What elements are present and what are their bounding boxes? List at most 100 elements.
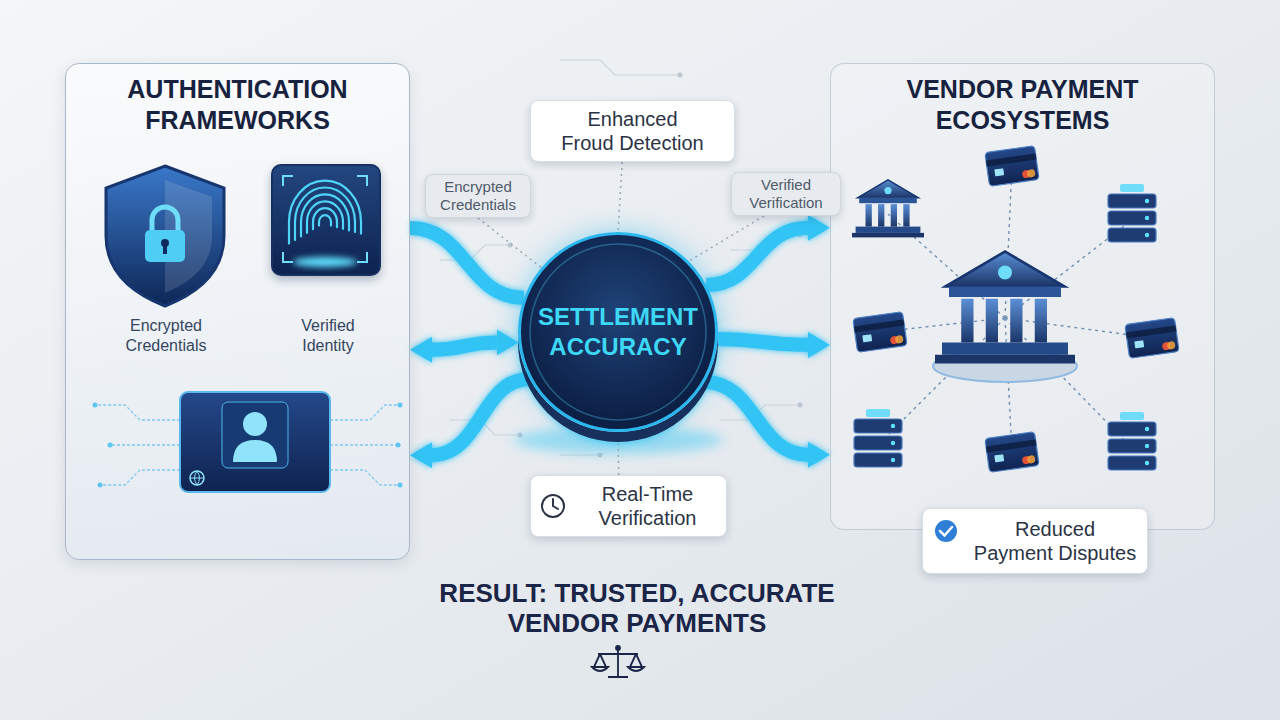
node-text: Encrypted Credentials [101,316,231,356]
tag-box: Verified Verification [731,172,841,216]
lock-icon [152,207,178,232]
card-chip [994,454,1004,462]
circuit-line [330,444,398,445]
bank-icon [935,355,1075,364]
circuit-dot [798,233,803,238]
card-icon [1126,326,1176,339]
flow-arrow [705,382,808,455]
lock-icon [163,245,167,254]
flow-arrow [410,228,524,298]
bank-icon [859,198,917,203]
circuit-dot [98,483,103,488]
server-light [891,424,895,428]
globe-icon [190,471,204,485]
server-icon [1108,211,1156,225]
circuit-line [100,470,180,485]
avatar-icon [233,440,277,462]
circuit-line [330,405,400,420]
flow-arrow [718,339,808,345]
card-icon [854,320,904,333]
card-chip [862,334,872,342]
leader-line [689,216,764,261]
fingerprint-icon [295,188,355,241]
network-link [1005,166,1012,318]
card-logo [1022,456,1031,465]
icon-tile: Encrypted Credentials [101,164,231,359]
scale-icon [592,667,644,671]
scan-frame [357,176,367,186]
icon-tile: Verified Identity [271,164,381,276]
card-logo [890,336,899,345]
shield-icon [106,166,224,306]
card-chip [994,168,1004,176]
circuit-line [440,245,510,260]
server-icon [866,409,890,417]
bank-icon [946,252,1065,287]
circuit-dot [798,403,803,408]
id-card-icon [180,392,330,492]
node-text: Real-Time Verification [573,482,723,530]
scan-glow [293,257,357,267]
leader-line [617,432,619,475]
network-link [880,318,1005,332]
flow-arrow [432,379,530,455]
circuit-line [730,235,800,250]
bank-icon [891,204,897,227]
circuit-dot [108,443,113,448]
card-icon [986,440,1036,453]
server-light [891,441,895,445]
circuit-line [95,405,180,420]
bank-icon [961,299,973,343]
leader-line [478,218,541,268]
scan-frame [283,252,293,262]
result-caption: RESULT: TRUSTED, ACCURATE VENDOR PAYMENT… [427,578,847,638]
result-badge: Reduced Payment Disputes [922,508,1148,574]
card-logo [1027,455,1036,464]
hub-circle: SETTLEMENT ACCURACY [518,232,718,432]
network-link [1005,318,1152,338]
circuit-line [720,405,800,420]
bank-icon [903,204,909,227]
bank-icon [986,299,998,343]
bank-icon [852,233,924,238]
network-link [1005,318,1012,452]
server-icon [1120,184,1144,192]
node-text: AUTHENTICATION FRAMEWORKS [86,74,389,136]
bank-icon [1035,299,1047,343]
circuit-dot [398,483,403,488]
node-text: Verified Verification [736,176,836,212]
fingerprint-icon [289,181,361,244]
callout-box: Real-Time Verification [530,475,727,537]
card-chip [1134,340,1144,348]
network-link [1005,318,1132,448]
bank-icon [856,227,921,233]
circuit-dot [678,73,683,78]
bank-emblem [998,266,1012,280]
bank-icon [949,287,1061,298]
bank-icon [1010,299,1022,343]
clock-icon [542,495,564,517]
node-text: Verified Identity [278,316,378,356]
fingerprint-icon [313,208,337,229]
avatar-icon [243,412,267,436]
server-icon [854,453,902,467]
node-text: VENDOR PAYMENT ECOSYSTEMS [851,74,1194,136]
lock-icon [145,230,185,262]
bank-platform [933,350,1077,382]
bank-icon [942,343,1068,355]
card-icon [853,312,907,353]
fingerprint-icon [307,201,343,233]
circuit-line [560,454,600,455]
network-link [878,318,1005,445]
circuit-dot [398,403,403,408]
card-logo [1022,170,1031,179]
card-logo [895,335,904,344]
server-light [1145,216,1149,220]
circuit-line [110,444,180,445]
server-icon [854,419,902,433]
scan-frame [283,176,293,186]
server-icon [1108,194,1156,208]
node-text: SETTLEMENT ACCURACY [528,302,708,362]
server-light [1145,444,1149,448]
